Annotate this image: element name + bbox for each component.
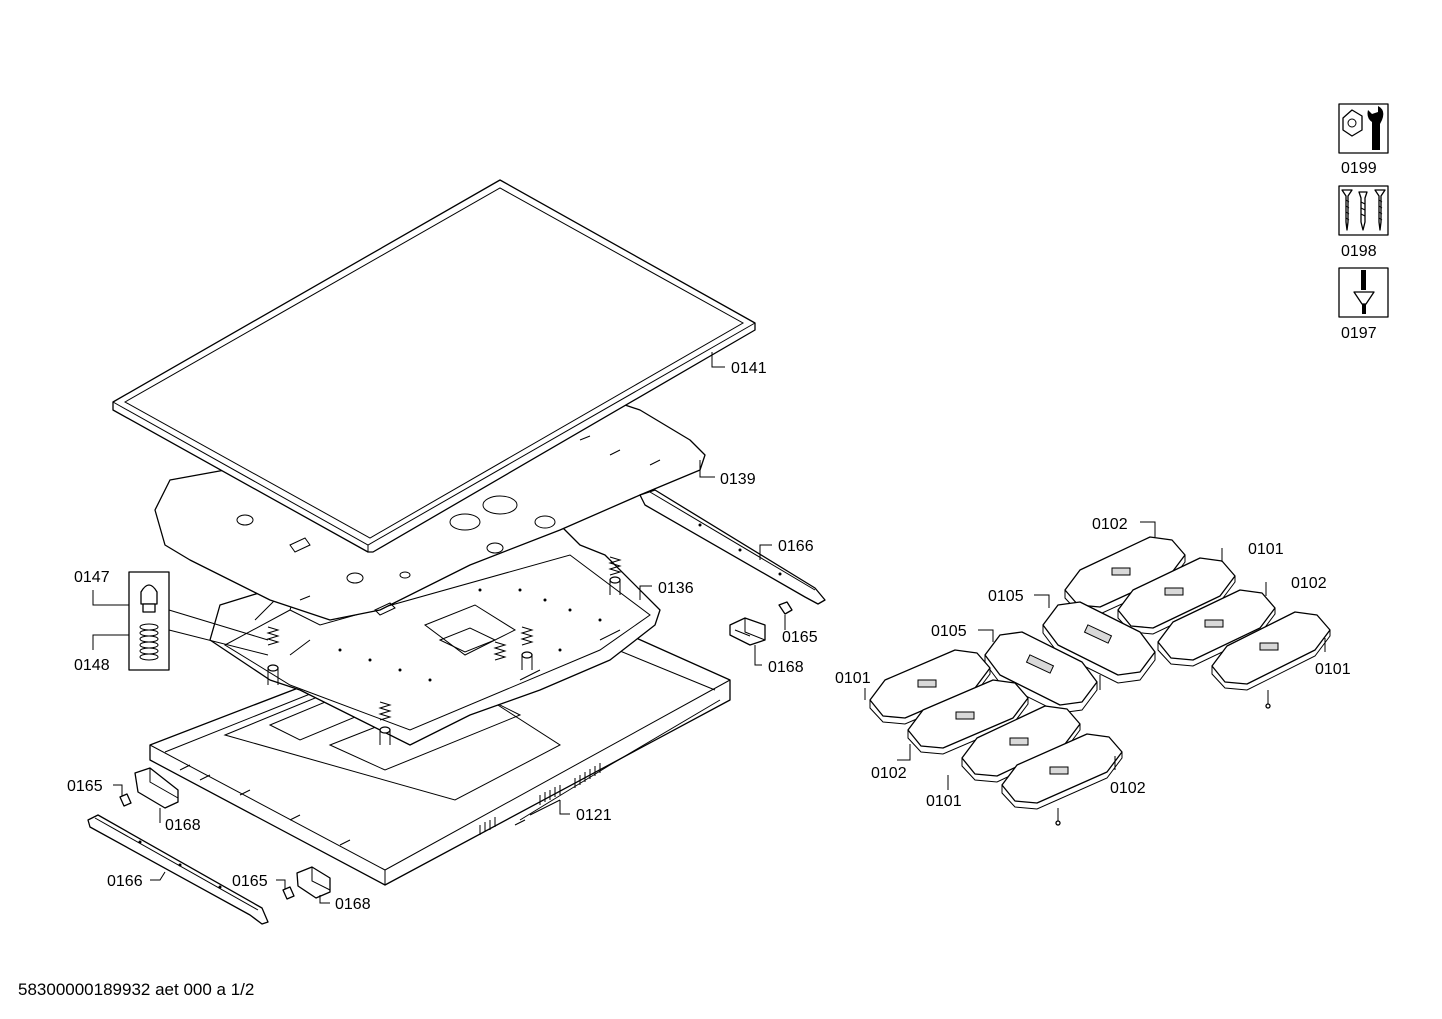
coil-0101-bottom [961,705,1081,783]
coil-0105-upper [1042,601,1156,690]
label-0121: 0121 [576,807,612,824]
label-0141: 0141 [731,360,767,377]
label-0102-left: 0102 [871,765,907,782]
label-0165-bottom: 0165 [232,873,268,890]
screwdriver-icon [1338,267,1389,318]
label-0102-right: 0102 [1291,575,1327,592]
tool-label-0197: 0197 [1341,325,1377,342]
frame-springs [266,556,622,721]
callout-labels: 0141 0139 0166 0136 0147 0148 0165 0168 … [67,360,1351,913]
mounting-rail-0166-top [639,489,826,605]
tool-label-0199: 0199 [1341,160,1377,177]
label-0165-left: 0165 [67,778,103,795]
label-0102-bottom: 0102 [1110,780,1146,797]
coil-0101-top [1117,557,1236,635]
label-0101-left: 0101 [835,670,871,687]
label-0147: 0147 [74,569,110,586]
glass-ceramic-top-0141 [112,179,756,553]
tool-icons-legend: 0199 0198 0197 [1338,103,1389,342]
coil-0101-left [869,649,991,725]
label-0148: 0148 [74,657,110,674]
coil-0101-right [1211,611,1331,709]
label-0168-left: 0168 [165,817,201,834]
coil-0102-left [907,679,1029,755]
spring-0148 [139,623,159,661]
label-0105-upper: 0105 [988,588,1024,605]
label-0105-lower: 0105 [931,623,967,640]
clip-0165-bottom [282,886,295,900]
label-0165-right: 0165 [782,629,818,646]
induction-coils-assembly [869,536,1331,826]
tool-label-0198: 0198 [1341,243,1377,260]
mounting-rail-0166-bottom [87,814,269,925]
label-0166-top: 0166 [778,538,814,555]
coil-0102-mid [1157,589,1276,667]
label-0136: 0136 [658,580,694,597]
label-0139: 0139 [720,471,756,488]
coil-0102-bottom [1001,733,1123,826]
wrench-nut-icon [1338,103,1389,154]
clamp-0168-bottom [296,866,331,899]
label-0168-right: 0168 [768,659,804,676]
leader-lines [92,352,1326,904]
detail-box-0147-0148 [128,571,269,671]
label-0101-top: 0101 [1248,541,1284,558]
clip-0165-left [119,793,132,807]
vent-slots [479,763,601,835]
label-0101-bottom: 0101 [926,793,962,810]
label-0102-top: 0102 [1092,516,1128,533]
clamp-0168-right [729,617,766,646]
coil-0105-lower [984,631,1098,714]
screws-icon [1338,185,1389,236]
document-reference-footer: 58300000189932 aet 000 a 1/2 [18,980,255,999]
frame-holes [338,588,602,682]
label-0166-bottom: 0166 [107,873,143,890]
label-0168-bottom: 0168 [335,896,371,913]
label-0101-right: 0101 [1315,661,1351,678]
clamp-0168-left [134,767,179,809]
clip-0165-right [778,601,793,615]
